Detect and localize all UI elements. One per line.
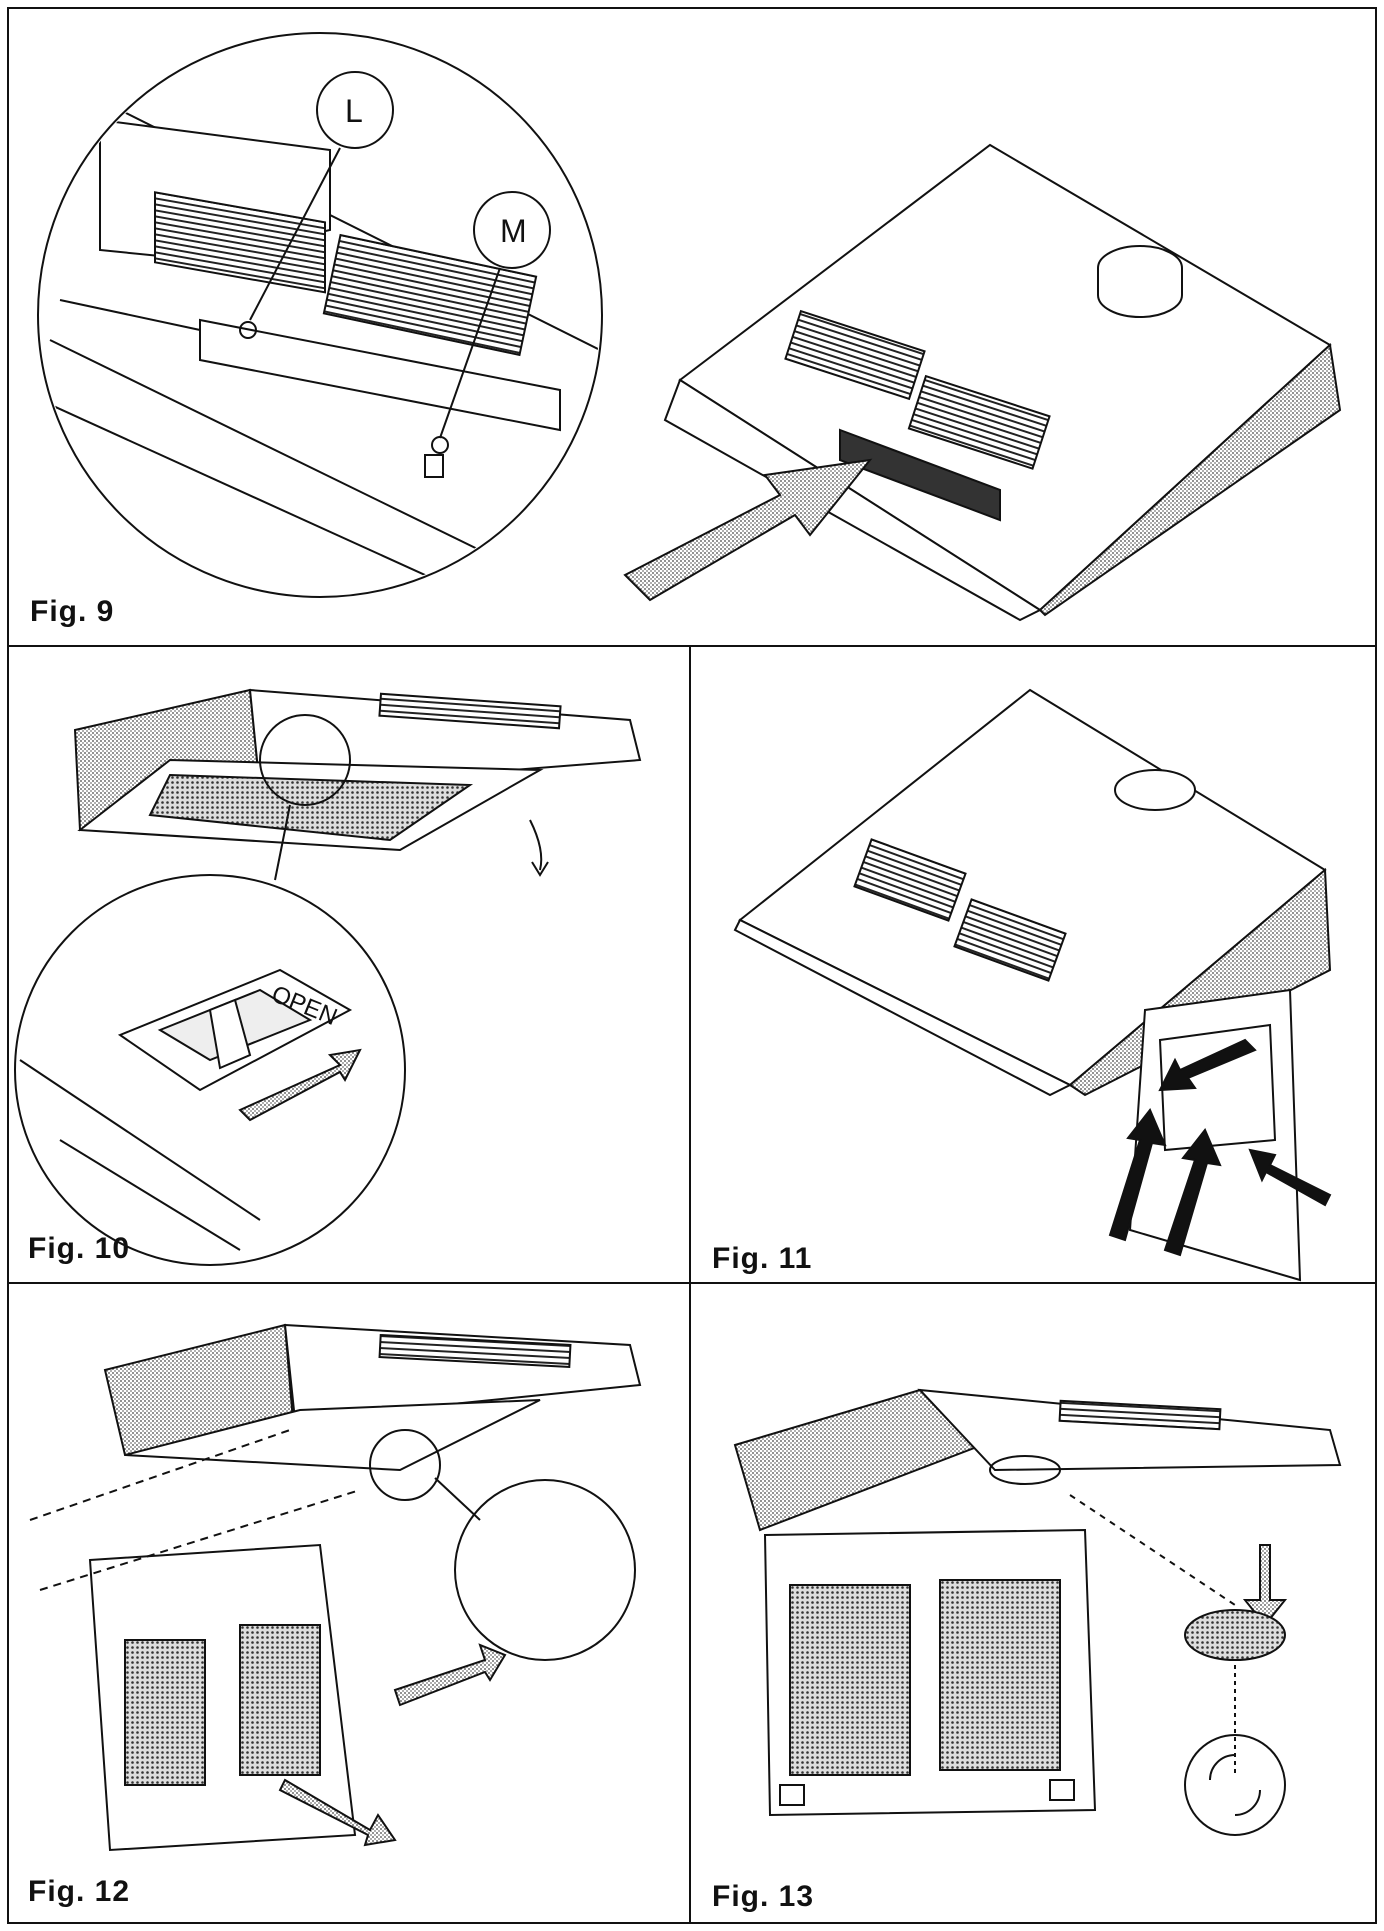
fig10-drawing: OPEN	[14, 688, 642, 1266]
fig12-label: Fig. 12	[28, 1875, 131, 1908]
callout-l: L	[345, 93, 363, 129]
callout-m: M	[500, 213, 527, 249]
fig11-label: Fig. 11	[712, 1242, 813, 1275]
panel-frames	[7, 7, 1377, 1924]
fig11-drawing	[733, 688, 1332, 1282]
fig12-drawing	[29, 1323, 642, 1852]
fig9-drawing	[37, 32, 1342, 622]
fig13-label: Fig. 13	[712, 1880, 815, 1913]
fig10-label: Fig. 10	[28, 1232, 131, 1265]
fig13-drawing	[733, 1388, 1342, 1836]
fig9-label: Fig. 9	[30, 595, 115, 628]
